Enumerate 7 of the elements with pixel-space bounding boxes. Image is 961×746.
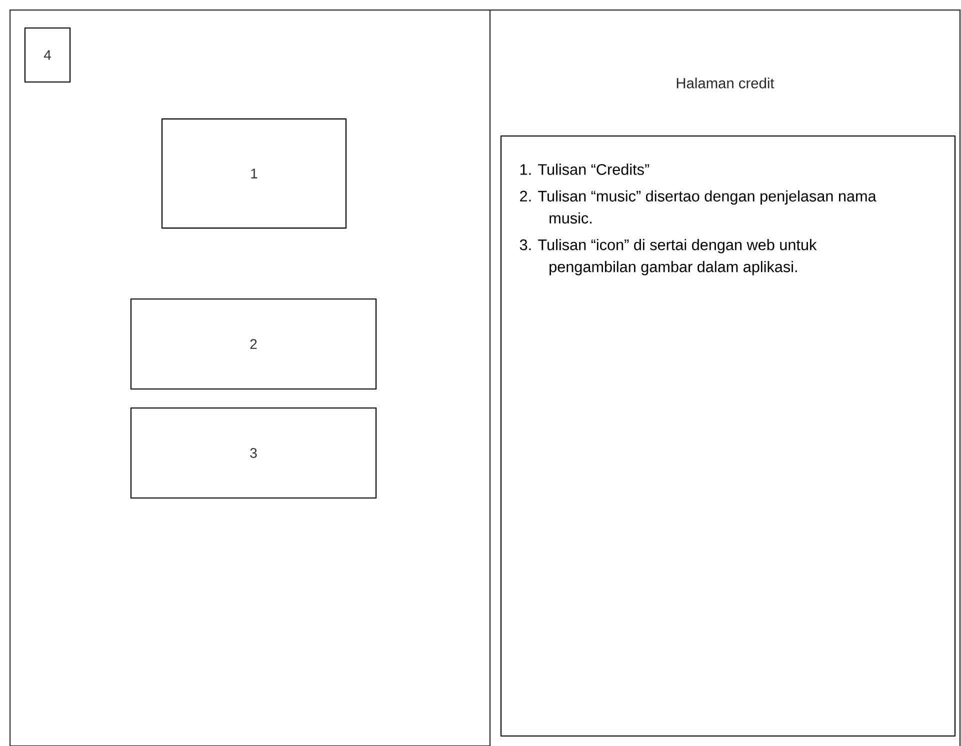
number-box: 4 (24, 27, 71, 83)
page-title: Halaman credit (676, 78, 774, 88)
button-box: 3 (130, 407, 377, 499)
button-box: 2 (130, 298, 377, 390)
screen-panel (9, 9, 491, 746)
content-box: 1 (161, 118, 347, 229)
description-box: 1. Tulisan “Credits” 2. Tulisan “music” disertao dengan penjelasan nama music. 3. Tulisan “icon” di sertai dengan web untuk pengambilan gambar dalam aplikasi. (500, 135, 956, 737)
